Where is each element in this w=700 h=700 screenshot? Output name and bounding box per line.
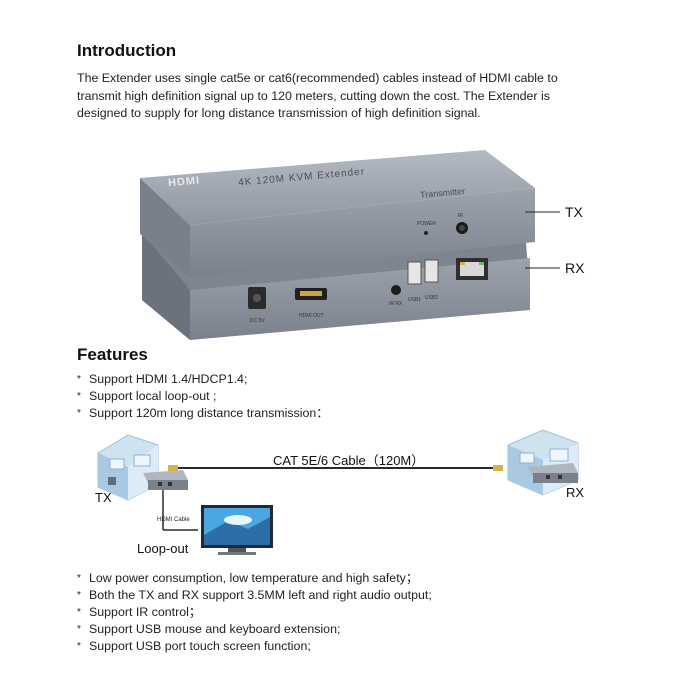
feature-item: *Support local loop-out ; [77, 389, 217, 403]
extender-product-illustration [140, 150, 560, 340]
feature-item: *Support HDMI 1.4/HDCP1.4; [77, 372, 248, 386]
feature-item: *Support USB mouse and keyboard extensio… [77, 622, 341, 636]
rx-hdmi-label: HDMI OUT [299, 313, 324, 319]
rx-usb1-label: USB1 [408, 297, 422, 303]
loop-out-label: Loop-out [137, 541, 189, 556]
feature-item: *Support 120m long distance transmission… [77, 406, 329, 420]
introduction-text: The Extender uses single cat5e or cat6(r… [77, 70, 637, 123]
callout-rx-label: RX [565, 260, 585, 276]
feature-item: *Support USB port touch screen function; [77, 639, 311, 653]
callout-tx-label: TX [565, 204, 583, 220]
diagram-tx-label: TX [95, 490, 112, 505]
connection-diagram [97, 429, 579, 555]
power-led [424, 231, 428, 235]
feature-item: *Low power consumption, low temperature … [77, 571, 419, 585]
features-list-top: *Support HDMI 1.4/HDCP1.4; *Support loca… [77, 371, 329, 422]
tx-device-icon [143, 470, 188, 490]
usb2-port [424, 259, 439, 283]
tx-power-label: POWER [417, 221, 436, 227]
tx-room-icon [97, 434, 159, 501]
tx-ir-label: IR [458, 213, 463, 219]
usb1-port [407, 261, 422, 285]
tx-unit [140, 150, 535, 278]
feature-item: *Support IR control； [77, 605, 202, 619]
loop-out-tv-icon [201, 505, 273, 555]
cable-label: CAT 5E/6 Cable（120M） [273, 453, 425, 468]
cat-cable [162, 465, 503, 531]
introduction-line: transmit high definition signal up to 12… [77, 88, 550, 103]
introduction-line: designed to supply for long distance tra… [77, 106, 481, 120]
feature-item: *Both the TX and RX support 3.5MM left a… [77, 588, 432, 602]
features-list-bottom: *Low power consumption, low temperature … [77, 570, 432, 655]
introduction-heading: Introduction [77, 41, 177, 60]
ir-rx-port [391, 285, 401, 295]
introduction-line: The Extender uses single cat5e or cat6(r… [77, 71, 558, 85]
hdmi-cable-label: HDMI Cable [157, 517, 190, 523]
features-heading: Features [77, 345, 148, 364]
rx-usb2-label: USB2 [425, 295, 439, 301]
rx-device-icon [528, 463, 578, 483]
rx-ir-label: IR RX [389, 301, 403, 307]
rx-dc-label: DC 5V [250, 318, 265, 324]
diagram-rx-label: RX [566, 485, 585, 500]
